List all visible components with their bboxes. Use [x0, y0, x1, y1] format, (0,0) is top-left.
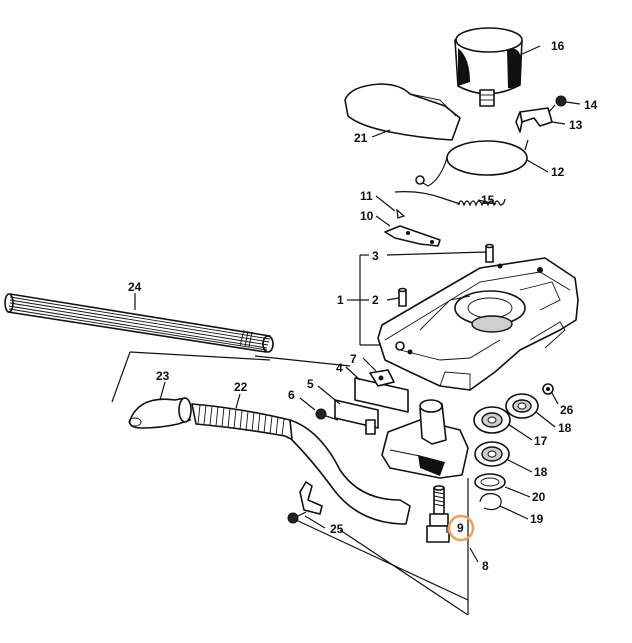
part-13-bracket [515, 107, 553, 133]
part-25-clamp [287, 481, 323, 524]
label-14: 14 [584, 98, 598, 112]
label-11: 11 [360, 189, 373, 203]
label-24: 24 [128, 280, 142, 294]
part-10-lever [384, 225, 441, 247]
label-23: 23 [156, 369, 170, 383]
highlight-ring-9[interactable] [447, 514, 475, 542]
part-17-gear [473, 406, 511, 434]
part-12-brake-band [415, 139, 529, 187]
part-7-nut [369, 369, 395, 387]
label-21: 21 [354, 131, 368, 145]
label-19: 19 [530, 512, 544, 526]
label-5: 5 [307, 377, 314, 391]
part-20-ring [474, 473, 506, 491]
part-18-bearing-lower [474, 441, 510, 467]
label-15: 15 [481, 193, 495, 207]
part-2-pin [398, 287, 407, 307]
part-23-nozzle [128, 397, 192, 429]
label-12: 12 [551, 165, 565, 179]
part-22-hose [191, 403, 411, 525]
label-18a: 18 [558, 421, 572, 435]
label-18b: 18 [534, 465, 548, 479]
part-labels: 16 14 13 21 12 11 15 10 3 24 1 2 7 4 23 … [128, 39, 598, 573]
label-4: 4 [336, 361, 343, 375]
label-1: 1 [337, 293, 344, 307]
label-10: 10 [360, 209, 374, 223]
part-6-screw [315, 408, 339, 421]
label-16: 16 [551, 39, 565, 53]
label-9: 9 [457, 521, 464, 535]
part-5-plate [334, 399, 379, 435]
label-6: 6 [288, 388, 295, 402]
part-14-screw [548, 95, 567, 113]
part-9-shaft [426, 485, 450, 543]
label-2: 2 [372, 293, 379, 307]
part-26-washer [542, 383, 554, 395]
label-26: 26 [560, 403, 574, 417]
part-1-gear-housing [377, 257, 579, 391]
label-25: 25 [330, 522, 344, 536]
label-8: 8 [482, 559, 489, 573]
part-3-pin [485, 243, 494, 263]
part-11-clip [396, 208, 406, 219]
label-7: 7 [350, 352, 357, 366]
label-13: 13 [569, 118, 583, 132]
label-3: 3 [372, 249, 379, 263]
part-8-gear-housing [381, 399, 469, 479]
label-22: 22 [234, 380, 248, 394]
label-17: 17 [534, 434, 548, 448]
part-16-drum [454, 27, 523, 107]
part-24-tube [4, 293, 274, 353]
part-21-cover [344, 83, 461, 141]
part-19-circlip [479, 493, 502, 511]
label-20: 20 [532, 490, 546, 504]
part-18-bearing-upper [505, 393, 539, 419]
part-4-plate [354, 377, 409, 413]
leader-lines [111, 45, 581, 616]
